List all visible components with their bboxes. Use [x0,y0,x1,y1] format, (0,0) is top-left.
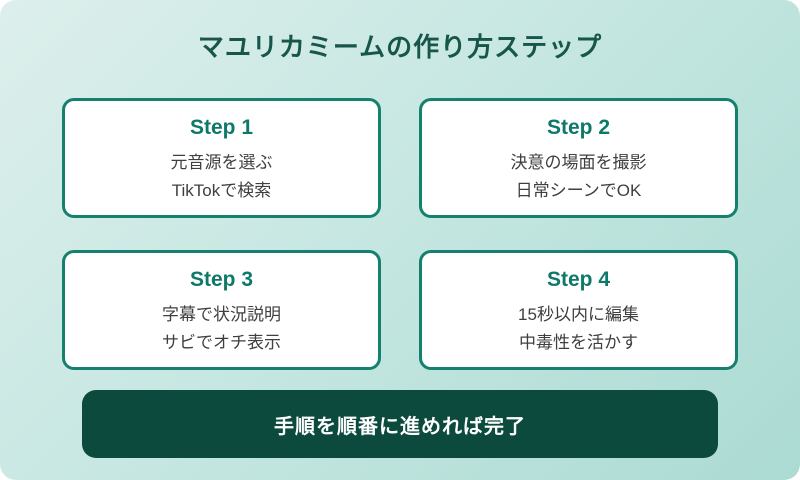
step-card-1: Step 1 元音源を選ぶ TikTokで検索 [62,98,381,218]
page-title: マユリカミームの作り方ステップ [197,32,603,62]
step-label: Step 3 [189,268,254,291]
step-description-line: 決意の場面を撮影 [510,153,647,172]
step-card-4: Step 4 15秒以内に編集 中毒性を活かす [419,250,738,370]
step-description-line: 日常シーンでOK [515,181,642,200]
step-description-line: 中毒性を活かす [519,333,638,352]
step-card-3: Step 3 字幕で状況説明 サビでオチ表示 [62,250,381,370]
step-description-line: TikTokで検索 [171,181,272,200]
steps-grid: Step 1 元音源を選ぶ TikTokで検索 Step 2 決意の場面を撮影 … [62,98,738,370]
completion-banner: 手順を順番に進めれば完了 [82,390,718,458]
step-card-2: Step 2 決意の場面を撮影 日常シーンでOK [419,98,738,218]
step-description-line: 15秒以内に編集 [518,305,639,324]
step-description-line: 元音源を選ぶ [170,153,273,172]
completion-banner-text: 手順を順番に進めれば完了 [274,415,526,438]
step-label: Step 4 [546,268,611,291]
step-description-line: サビでオチ表示 [162,333,281,352]
step-label: Step 1 [189,116,254,139]
step-label: Step 2 [546,116,611,139]
step-description-line: 字幕で状況説明 [162,305,281,324]
